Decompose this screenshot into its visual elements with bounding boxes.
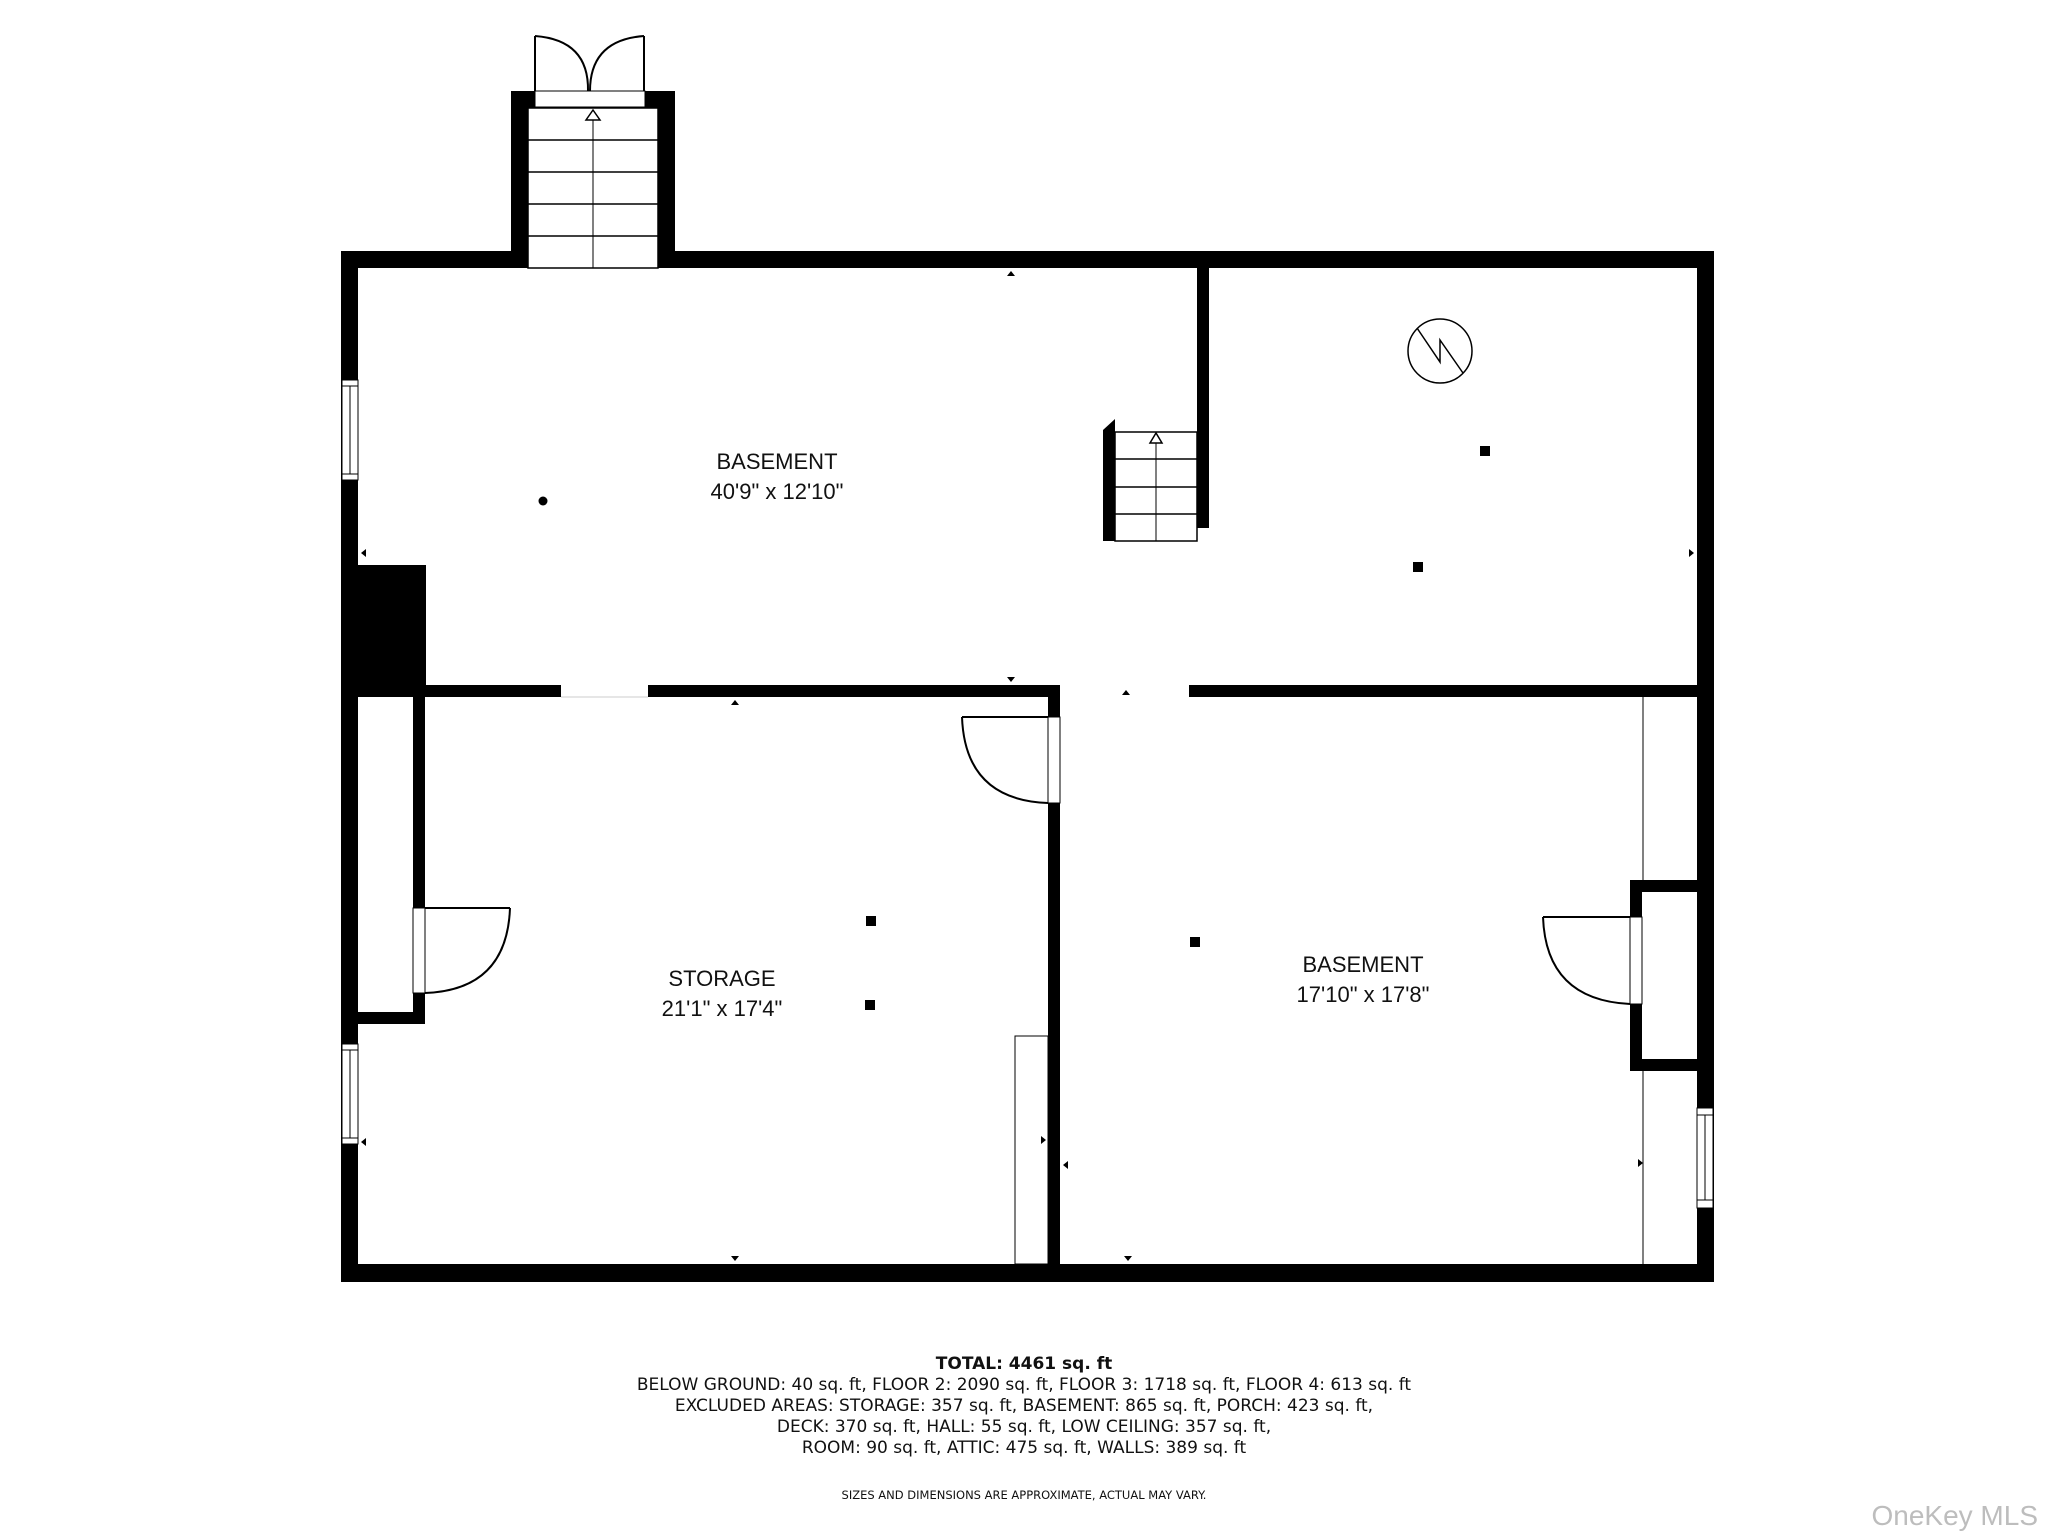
outer-wall-bottom: [341, 1264, 1714, 1282]
chimney-block: [358, 565, 426, 697]
room-dimensions: 21'1" x 17'4": [661, 996, 783, 1021]
room-label-storage: STORAGE 21'1" x 17'4": [662, 964, 783, 1024]
right-closet-wall-top: [1630, 880, 1697, 892]
closet-door-opening: [412, 907, 426, 994]
storage-door-opening: [1047, 716, 1061, 804]
stair-bump-wall-left: [511, 91, 528, 268]
inner-stair-wall: [1103, 419, 1115, 541]
mid-wall-center: [648, 685, 1060, 697]
window-icon: [341, 379, 359, 481]
window-icon: [1696, 1107, 1714, 1209]
stair-bump-top-right: [644, 91, 675, 108]
window-icon: [341, 1043, 359, 1145]
door-swing-icon: [424, 907, 511, 994]
summary-line: ROOM: 90 sq. ft, ATTIC: 475 sq. ft, WALL…: [801, 1438, 1247, 1458]
closet-wall-bottom: [358, 1012, 425, 1024]
room-name: BASEMENT: [716, 449, 838, 474]
disclaimer: SIZES AND DIMENSIONS ARE APPROXIMATE, AC…: [841, 1488, 1207, 1502]
fixture-markers: [538, 446, 1490, 1010]
upper-divider-wall: [1197, 268, 1209, 528]
summary-line: DECK: 370 sq. ft, HALL: 55 sq. ft, LOW C…: [776, 1417, 1272, 1437]
room-dimensions: 17'10" x 17'8": [1296, 982, 1430, 1007]
door-swing-icon: [961, 716, 1049, 804]
entry-threshold: [534, 90, 646, 108]
center-divider-wall: [1048, 685, 1060, 1264]
door-swing-icon: [534, 35, 645, 92]
fixture-square: [866, 916, 876, 926]
fixture-square: [1413, 562, 1423, 572]
room-name: BASEMENT: [1302, 952, 1424, 977]
area-summary: TOTAL: 4461 sq. ft BELOW GROUND: 40 sq. …: [0, 1354, 2048, 1459]
stairs-icon: [527, 107, 659, 269]
electrical-panel-icon: [1407, 318, 1473, 384]
closet-shelf: [1014, 697, 1644, 1265]
fixture-square: [865, 1000, 875, 1010]
stair-bump-wall-right: [658, 91, 675, 268]
stair-bump-top-left: [511, 91, 536, 108]
room-label-basement-lower: BASEMENT 17'10" x 17'8": [1297, 950, 1430, 1010]
room-name: STORAGE: [668, 966, 776, 991]
fixture-square: [1480, 446, 1490, 456]
dimension-markers: [361, 271, 1694, 1261]
watermark-logo: OneKey MLS: [1871, 1500, 2038, 1531]
room-dimensions: 40'9" x 12'10": [710, 479, 844, 504]
summary-line: BELOW GROUND: 40 sq. ft, FLOOR 2: 2090 s…: [636, 1375, 1412, 1395]
right-closet-wall-bottom: [1630, 1059, 1697, 1071]
fixture-square: [1190, 937, 1200, 947]
light-fixture-dot: [538, 496, 548, 506]
outer-wall-top-left: [341, 251, 528, 268]
outer-wall-right: [1697, 251, 1714, 1282]
walls: [341, 91, 1714, 1282]
total-area: TOTAL: 4461 sq. ft: [935, 1354, 1113, 1374]
right-closet-door-opening: [1629, 916, 1643, 1005]
room-label-basement-upper: BASEMENT 40'9" x 12'10": [711, 447, 844, 507]
stairs-icon: [1114, 431, 1198, 542]
door-swing-icon: [1542, 916, 1631, 1005]
summary-line: EXCLUDED AREAS: STORAGE: 357 sq. ft, BAS…: [674, 1396, 1374, 1416]
outer-wall-top-right: [658, 251, 1714, 268]
door-swings: [424, 35, 1631, 1005]
outer-wall-left: [341, 251, 358, 1282]
mid-wall-left: [358, 685, 561, 697]
mid-wall-right: [1189, 685, 1697, 697]
